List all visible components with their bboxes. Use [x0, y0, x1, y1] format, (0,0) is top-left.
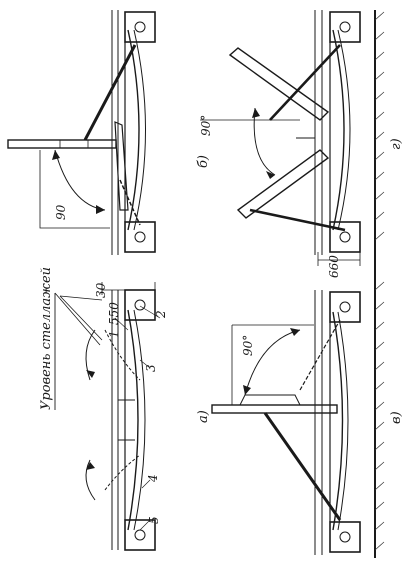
- part-number-1: 1: [107, 330, 121, 338]
- level-caption: Уровень стеллажей: [39, 267, 54, 410]
- part-number-4: 4: [146, 474, 160, 483]
- roller-5: [124, 519, 156, 551]
- dimension-30: 30: [94, 282, 108, 298]
- panel-a: [59, 282, 161, 551]
- shelf-v: [211, 404, 338, 414]
- wall-right: [374, 10, 385, 558]
- frame-1: [127, 309, 139, 531]
- angle-v: 90°: [241, 335, 255, 356]
- panel-b: [7, 10, 156, 255]
- angle-g: 90°: [199, 115, 213, 136]
- angle-b: 90: [54, 204, 68, 220]
- shelf-b: [7, 139, 117, 149]
- part-number-5: 5: [147, 516, 161, 524]
- panel-v-letter: в): [389, 411, 404, 424]
- panel-g-letter: г): [389, 138, 404, 150]
- panel-b-letter: б): [196, 155, 211, 168]
- panel-v: [211, 290, 361, 555]
- shelf-g-lower: [236, 149, 330, 219]
- dimension-550: 550: [107, 302, 121, 325]
- dimension-660: 660: [327, 255, 341, 278]
- panel-g: [200, 10, 361, 266]
- level-leader: [54, 292, 101, 410]
- part-number-3: 3: [144, 364, 158, 372]
- part-number-2: 2: [154, 310, 168, 319]
- panel-a-letter: а): [196, 410, 211, 423]
